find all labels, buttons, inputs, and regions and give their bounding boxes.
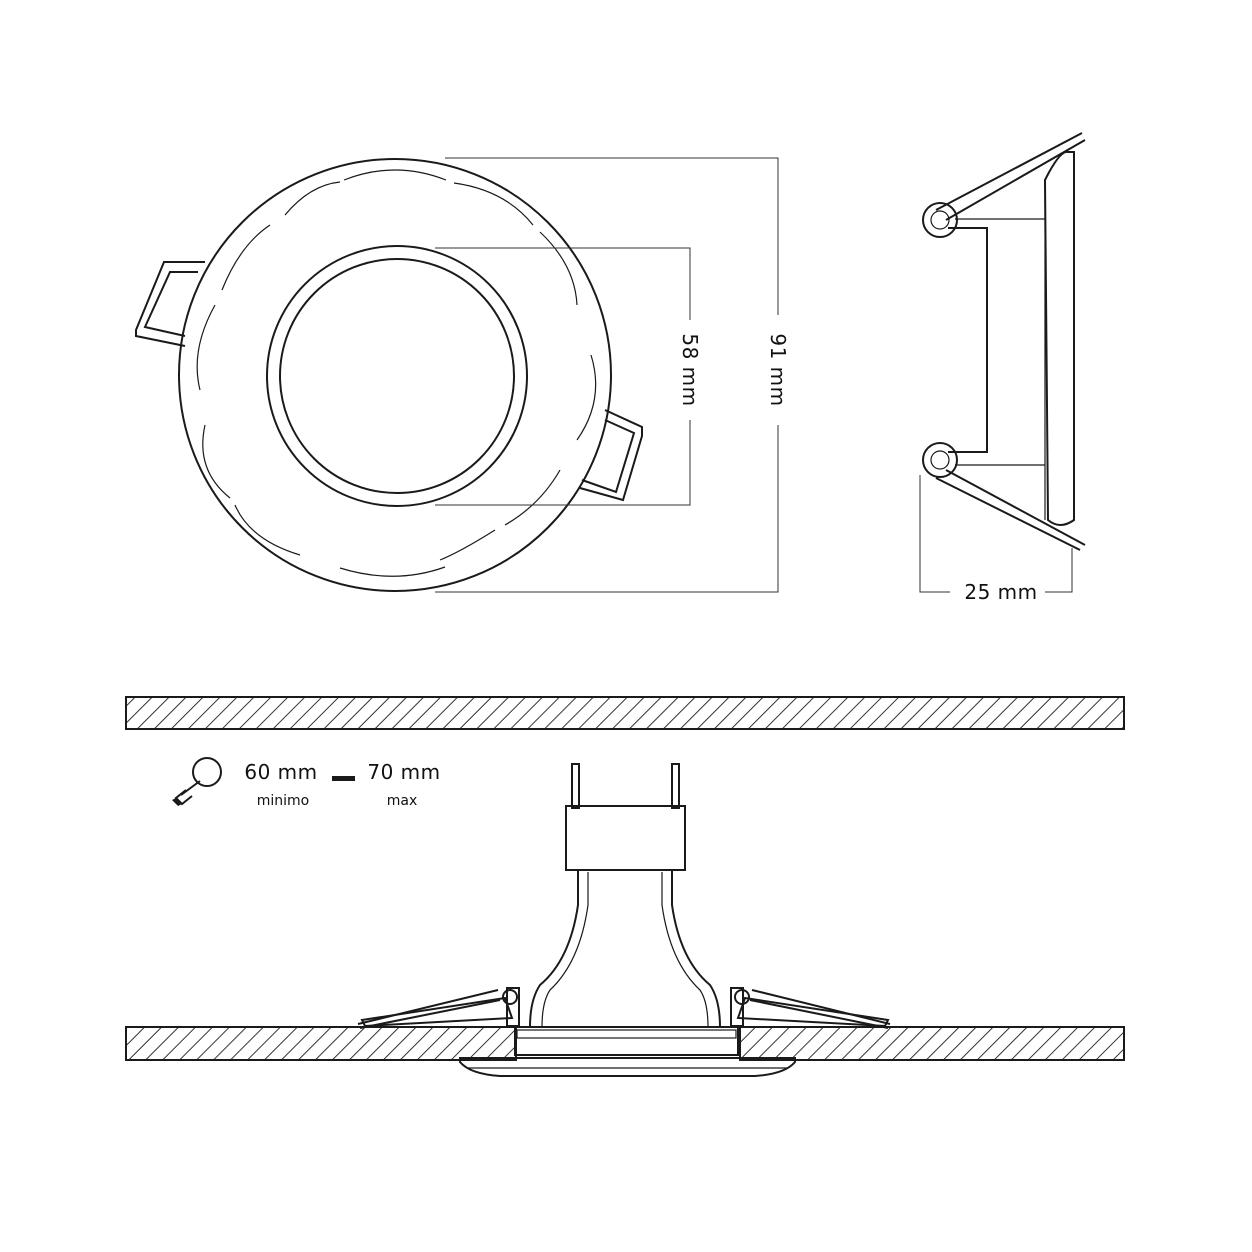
- cutout-max-value: 70 mm: [367, 760, 440, 784]
- lamp-socket: [565, 805, 686, 871]
- depth-label: 25 mm: [964, 580, 1037, 604]
- outer-diameter-dimension: 91 mm: [435, 157, 792, 593]
- inner-ring-inner: [279, 258, 515, 494]
- spring-clip-left: [135, 261, 205, 347]
- ceiling-panel-lower: [125, 1026, 1125, 1061]
- inner-diameter-label: 58 mm: [678, 333, 702, 406]
- inner-diameter-dimension: 58 mm: [435, 247, 704, 506]
- install-spring-right: [730, 987, 891, 1029]
- outer-diameter-label: 91 mm: [766, 333, 790, 406]
- wave-pattern: [196, 169, 597, 577]
- side-view: [922, 132, 1086, 551]
- side-spring-bottom: [935, 469, 1086, 551]
- trim-ring: [459, 1057, 796, 1077]
- cutout-min-value: 60 mm: [244, 760, 317, 784]
- cutout-min-label: minimo: [257, 793, 310, 809]
- spring-clip-right: [579, 409, 643, 502]
- top-view: [135, 158, 643, 592]
- inner-ring-outer: [266, 245, 528, 507]
- ceiling-slab-upper: [125, 696, 1125, 730]
- cutout-max-label: max: [387, 793, 418, 809]
- side-spring-top: [935, 132, 1086, 221]
- depth-dimension: 25 mm: [919, 475, 1073, 606]
- range-dash: [332, 776, 355, 781]
- fixture-cross-section: [357, 763, 891, 1077]
- cutout-info: 60 mm minimo 70 mm max: [172, 757, 440, 809]
- hole-saw-icon: [172, 757, 222, 806]
- outer-rim: [178, 158, 612, 592]
- lamp-body: [528, 870, 722, 1028]
- install-spring-left: [357, 987, 520, 1029]
